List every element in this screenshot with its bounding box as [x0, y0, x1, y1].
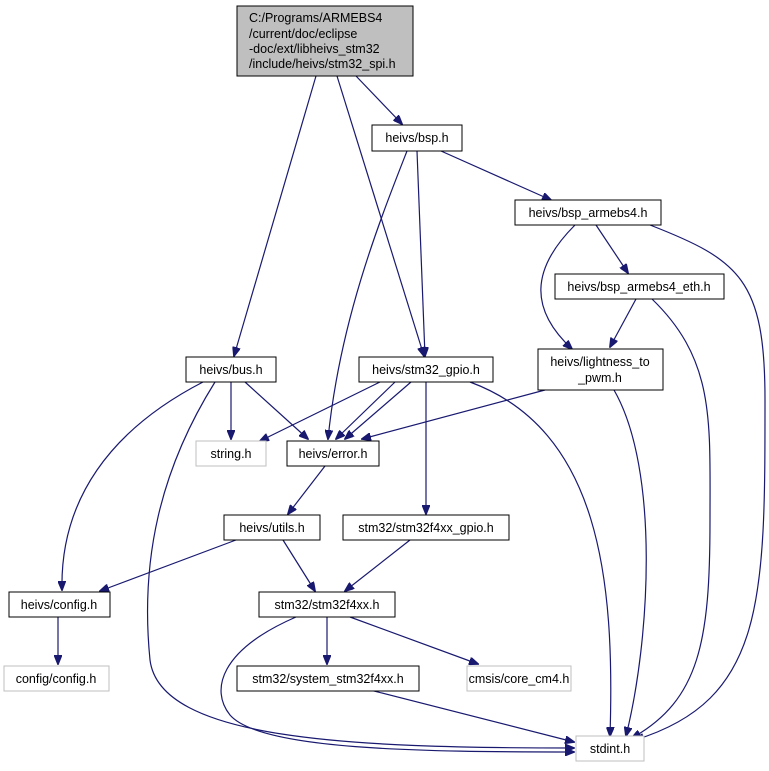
edge-bsp-armebs4-to-eth [595, 224, 628, 273]
node-root[interactable]: C:/Programs/ARMEBS4 /current/doc/eclipse… [236, 5, 414, 77]
edge-bus-to-config [62, 381, 204, 590]
node-bsp-armebs4-label: heivs/bsp_armebs4.h [529, 206, 648, 220]
edge-f4xx-to-core [349, 616, 478, 664]
node-f4gpio[interactable]: stm32/stm32f4xx_gpio.h [342, 514, 510, 541]
edge-gpio-to-error-2 [336, 381, 396, 439]
node-stdint[interactable]: stdint.h [575, 735, 645, 762]
node-bsp-label: heivs/bsp.h [385, 131, 448, 145]
node-bsp-armebs4-eth-label: heivs/bsp_armebs4_eth.h [567, 280, 710, 294]
edge-f4gpio-to-f4xx [345, 539, 411, 591]
node-utils-label: heivs/utils.h [239, 521, 304, 535]
edge-error-to-utils [288, 465, 326, 514]
node-root-line-4: /include/heivs/stm32_spi.h [249, 57, 396, 71]
edge-bus-to-stdint [146, 381, 574, 748]
edges [58, 75, 766, 752]
node-bus-label: heivs/bus.h [199, 363, 262, 377]
edge-f4xx-to-stdint [220, 616, 574, 752]
node-root-line-3: -doc/ext/libheivs_stm32 [249, 42, 380, 56]
node-sysf4-label: stm32/system_stm32f4xx.h [252, 672, 403, 686]
edge-bsp-to-error [328, 150, 408, 439]
node-error[interactable]: heivs/error.h [286, 440, 380, 467]
node-lightness-line-2: _pwm.h [577, 371, 622, 385]
edge-root-to-bsp [355, 75, 402, 124]
node-bsp-armebs4-eth[interactable]: heivs/bsp_armebs4_eth.h [554, 273, 725, 300]
node-cfgcfg[interactable]: config/config.h [3, 665, 110, 692]
node-gpio-label: heivs/stm32_gpio.h [372, 363, 480, 377]
edge-gpio-to-stdint [469, 381, 611, 736]
node-bsp-armebs4[interactable]: heivs/bsp_armebs4.h [514, 199, 662, 226]
node-error-label: heivs/error.h [299, 447, 368, 461]
edge-bsp-armebs4-to-stdint [635, 224, 766, 740]
node-config-label: heivs/config.h [21, 598, 97, 612]
edge-bsp-to-gpio [416, 150, 425, 356]
node-core[interactable]: cmsis/core_cm4.h [466, 665, 572, 692]
edge-bsp-to-bsp-armebs4 [440, 150, 551, 200]
node-lightness[interactable]: heivs/lightness_to _pwm.h [537, 348, 664, 391]
node-root-line-2: /current/doc/eclipse [249, 27, 357, 41]
node-bsp[interactable]: heivs/bsp.h [371, 124, 463, 152]
node-stdint-label: stdint.h [590, 742, 630, 756]
node-utils[interactable]: heivs/utils.h [223, 514, 321, 541]
node-sysf4[interactable]: stm32/system_stm32f4xx.h [236, 665, 420, 692]
node-cfgcfg-label: config/config.h [16, 672, 97, 686]
node-f4xx-label: stm32/stm32f4xx.h [275, 598, 380, 612]
edge-gpio-to-error [345, 381, 412, 439]
node-lightness-line-1: heivs/lightness_to [550, 355, 649, 369]
node-string-label: string.h [211, 447, 252, 461]
edge-lightness-to-stdint [613, 389, 647, 736]
edge-utils-to-f4xx [282, 539, 315, 591]
edge-gpio-to-string [260, 381, 381, 441]
node-gpio[interactable]: heivs/stm32_gpio.h [358, 356, 494, 383]
node-bus[interactable]: heivs/bus.h [185, 356, 277, 383]
node-string[interactable]: string.h [195, 440, 267, 467]
node-f4xx[interactable]: stm32/stm32f4xx.h [258, 591, 396, 618]
edge-root-to-gpio [336, 75, 424, 356]
node-config[interactable]: heivs/config.h [8, 591, 111, 618]
edge-utils-to-config [100, 539, 237, 591]
node-f4gpio-label: stm32/stm32f4xx_gpio.h [358, 521, 494, 535]
node-root-line-1: C:/Programs/ARMEBS4 [249, 11, 382, 25]
edge-bus-to-error [244, 381, 308, 439]
edge-sysf4-to-stdint [369, 689, 574, 742]
node-core-label: cmsis/core_cm4.h [469, 672, 570, 686]
edge-lightness-to-error [362, 389, 546, 439]
edge-root-to-bus [234, 75, 317, 356]
edge-bsp-armebs4-to-lightness [540, 224, 576, 349]
edge-eth-to-lightness [610, 298, 637, 347]
edge-eth-to-stdint [632, 298, 711, 738]
